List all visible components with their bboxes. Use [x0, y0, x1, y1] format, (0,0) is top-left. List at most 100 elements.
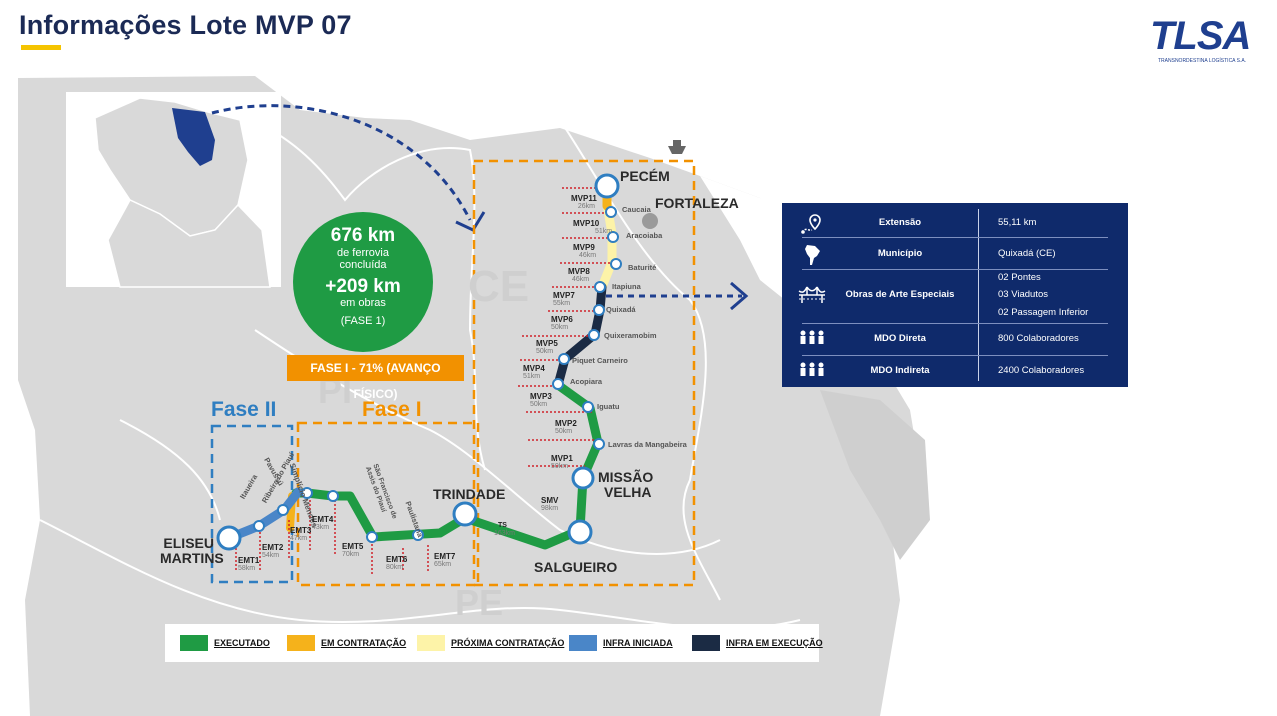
bridge-icon [798, 286, 826, 303]
info-divider [978, 209, 979, 381]
phase-label: (FASE 1) [340, 315, 386, 327]
border-ce-pe [559, 119, 721, 601]
border-ce-pi [249, 119, 486, 471]
station-quixada: Quixadá [606, 305, 636, 314]
info-label-mdo-indireta: MDO Indireta [870, 365, 930, 376]
station-dot [593, 304, 605, 316]
inset-ceara [172, 108, 215, 166]
info-row-municipio: Município Quixadá (CE) [782, 239, 1128, 269]
city-dot-trindade [452, 501, 478, 527]
station-dot [253, 520, 265, 532]
rail-proxima-contratacao [597, 199, 617, 292]
map-legend: EXECUTADO EM CONTRATAÇÃO PRÓXIMA CONTRAT… [165, 624, 823, 662]
station-dot [594, 281, 606, 293]
info-row-separator [802, 323, 1108, 324]
info-row-extensao: Extensão 55,11 km [782, 211, 1128, 237]
station-dot [327, 490, 339, 502]
legend-swatch [287, 635, 315, 651]
station-aracoiaba: Aracoiaba [626, 231, 663, 240]
info-label-municipio: Município [877, 248, 923, 259]
page-title: Informações Lote MVP 07 [19, 10, 352, 40]
executed-km: 676 km [330, 225, 396, 246]
station-dot [558, 353, 570, 365]
station-baturite: Baturité [628, 263, 657, 272]
info-label-extensao: Extensão [878, 217, 922, 228]
legend-label: PRÓXIMA CONTRATAÇÃO [451, 638, 565, 648]
info-row-obras: Obras de Arte Especiais 02 Pontes 03 Via… [782, 269, 1128, 323]
logo-subtitle: TRANSNORDESTINA LOGÍSTICA S.A. [1158, 58, 1247, 64]
station-itapiuna: Itapiuna [612, 282, 641, 291]
location-icon [801, 214, 821, 234]
legend-label: EXECUTADO [214, 638, 270, 648]
city-dot-salgueiro [567, 519, 593, 545]
info-row-mdo-direta: MDO Direta 800 Colaboradores [782, 325, 1128, 353]
station-dot [605, 206, 617, 218]
station-quixeramobim: Quixeramobim [604, 331, 657, 340]
legend-swatch [417, 635, 445, 651]
executed-label: de ferrovia concluída [337, 247, 389, 271]
station-iguatu: Iguatu [597, 402, 620, 411]
info-value-pontes: 02 Pontes [998, 272, 1041, 283]
station-caucaia: Caucaia [622, 205, 651, 214]
city-dot-missao-velha [571, 466, 595, 490]
workers-icon [800, 362, 824, 376]
city-label-eliseu-martins: ELISEU MARTINS [160, 535, 224, 566]
city-label-eliseu: ELISEU [163, 535, 214, 551]
phase2-label: Fase II [211, 398, 277, 421]
city-label-trindade: TRINDADE [433, 486, 506, 502]
info-arrow-head [730, 281, 749, 311]
logo-name: TLSA [1150, 14, 1251, 58]
works-label: em obras [340, 297, 386, 309]
info-label-obras: Obras de Arte Especiais [845, 289, 955, 300]
station-dot [301, 487, 313, 499]
station-dot [412, 529, 424, 541]
info-value-passagem: 02 Passagem Inferior [998, 307, 1089, 318]
info-value-viadutos: 03 Viadutos [998, 289, 1049, 300]
works-km: +209 km [325, 276, 401, 297]
fortaleza-dot [642, 213, 658, 229]
workers-icon [800, 330, 824, 344]
phase1-box-north [472, 159, 696, 587]
title-underline [21, 45, 61, 50]
station-dot [607, 231, 619, 243]
ship-icon [668, 140, 686, 154]
station-acopiara: Acopiara [570, 377, 603, 386]
info-row-separator [802, 269, 1108, 270]
legend-label: INFRA EM EXECUÇÃO [726, 638, 823, 648]
info-row-separator [802, 355, 1108, 356]
info-value-extensao: 55,11 km [998, 217, 1037, 228]
info-value-mdo-indireta: 2400 Colaboradores [998, 365, 1085, 376]
border-misc [119, 419, 221, 521]
legend-swatch [692, 635, 720, 651]
city-label-salgueiro: SALGUEIRO [534, 559, 618, 575]
rail-infra-iniciada [224, 487, 303, 543]
info-value-mdo-direta: 800 Colaboradores [998, 333, 1079, 344]
state-label-ce: CE [468, 262, 530, 311]
station-dot [610, 258, 622, 270]
ocean-cutout [700, 176, 785, 300]
phase1-box-west [296, 421, 480, 587]
info-value-municipio: Quixadá (CE) [998, 248, 1056, 259]
info-label-mdo-direta: MDO Direta [874, 333, 926, 344]
city-dot-pecem [594, 173, 620, 199]
city-label-fortaleza: FORTALEZA [655, 195, 739, 211]
